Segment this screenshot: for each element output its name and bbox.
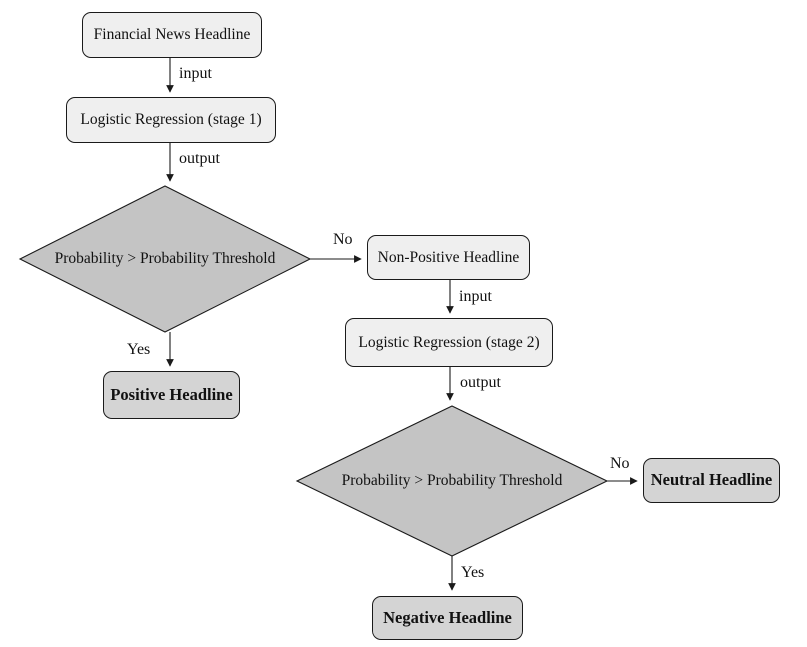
- decision-label-stage2: Probability > Probability Threshold: [341, 472, 563, 489]
- edge-label-yes-2: Yes: [461, 564, 485, 581]
- node-negative-headline: Negative Headline: [372, 596, 523, 640]
- edge-label-output-2: output: [460, 374, 501, 391]
- edge-label-no-2: No: [610, 455, 630, 472]
- node-neutral-headline: Neutral Headline: [643, 458, 780, 503]
- node-logistic-regression-stage-1: Logistic Regression (stage 1): [66, 97, 276, 143]
- node-positive-headline: Positive Headline: [103, 371, 240, 419]
- node-financial-news-headline: Financial News Headline: [82, 12, 262, 58]
- edge-label-no-1: No: [333, 231, 353, 248]
- edge-label-yes-1: Yes: [127, 341, 151, 358]
- edge-label-input-1: input: [179, 65, 212, 82]
- node-non-positive-headline: Non-Positive Headline: [367, 235, 530, 280]
- decision-label-stage1: Probability > Probability Threshold: [54, 250, 276, 267]
- edge-label-input-2: input: [459, 288, 492, 305]
- decision-diamond-stage1: [18, 185, 312, 333]
- edge-label-output-1: output: [179, 150, 220, 167]
- node-logistic-regression-stage-2: Logistic Regression (stage 2): [345, 318, 553, 367]
